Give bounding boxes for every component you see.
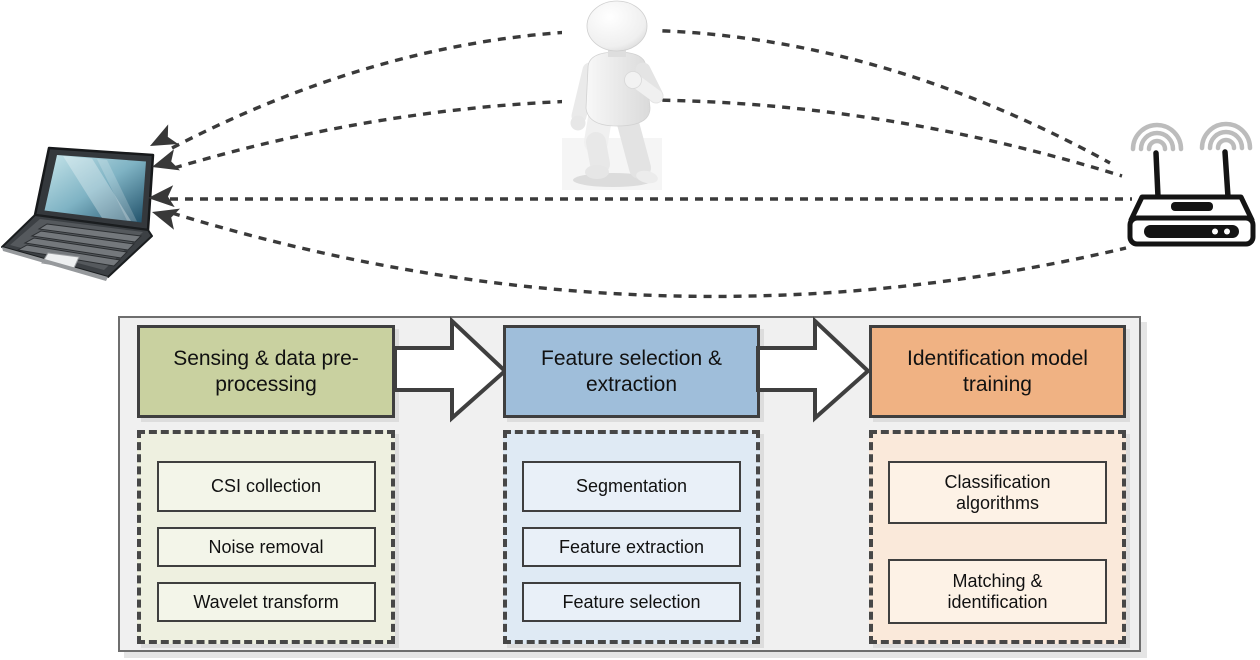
- item-feature-selection: Feature selection: [522, 582, 741, 622]
- flow-arrow-1-shape: [393, 316, 508, 423]
- stage-identification: Identification model training Classifica…: [869, 318, 1126, 650]
- router-antenna-left: [1153, 150, 1161, 200]
- stage-feature-title: Feature selection & extraction: [541, 346, 722, 396]
- stage-identification-items-panel: Classification algorithms Matching & ide…: [869, 430, 1126, 644]
- flow-arrow-1: [393, 316, 508, 423]
- stage-feature-header: Feature selection & extraction: [503, 325, 760, 418]
- wifi-router-icon: [1127, 121, 1256, 247]
- item-matching-identification: Matching & identification: [888, 559, 1107, 624]
- signal-path-lower: [171, 211, 1127, 299]
- stage-sensing-header: Sensing & data pre-processing: [137, 325, 395, 418]
- router-antenna-right: [1222, 149, 1231, 200]
- flow-arrow-2-shape: [756, 316, 871, 423]
- item-noise-removal: Noise removal: [156, 527, 376, 567]
- flow-arrow-2: [756, 316, 871, 423]
- signal-path-top: [171, 28, 1111, 165]
- item-segmentation: Segmentation: [522, 461, 741, 512]
- person-head: [586, 0, 648, 52]
- stage-feature: Feature selection & extraction Segmentat…: [503, 318, 760, 650]
- laptop-screen: [44, 155, 146, 223]
- stage-sensing-items-panel: CSI collection Noise removal Wavelet tra…: [137, 430, 395, 644]
- wifi-sensing-scene: [1, 0, 1256, 299]
- item-wavelet-transform: Wavelet transform: [156, 582, 376, 622]
- item-feature-extraction: Feature extraction: [522, 527, 741, 567]
- signal-path-upper: [173, 98, 1123, 178]
- stage-identification-title: Identification model training: [907, 346, 1088, 396]
- pipeline-panel: Sensing & data pre-processing CSI collec…: [118, 316, 1141, 652]
- laptop-icon: [1, 146, 155, 281]
- walking-person-icon: [562, 0, 664, 190]
- signal-paths: [170, 28, 1132, 299]
- item-csi-collection: CSI collection: [156, 461, 376, 512]
- stage-sensing-title: Sensing & data pre-processing: [173, 346, 359, 396]
- stage-sensing: Sensing & data pre-processing CSI collec…: [137, 318, 395, 650]
- stage-identification-header: Identification model training: [869, 325, 1126, 418]
- item-classification-algorithms: Classification algorithms: [888, 461, 1107, 524]
- stage-feature-items-panel: Segmentation Feature extraction Feature …: [503, 430, 760, 644]
- signal-arrowheads: [148, 124, 181, 230]
- wifi-waves-icon: [1130, 121, 1253, 152]
